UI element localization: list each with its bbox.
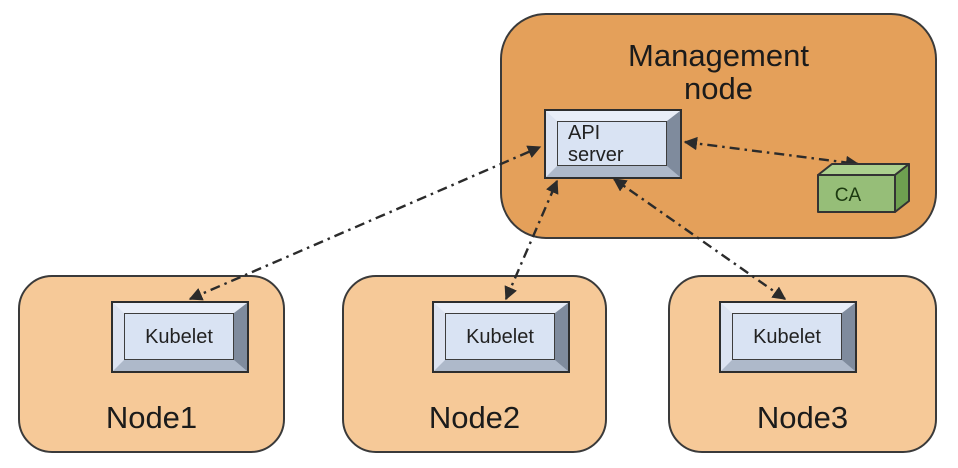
api-server-box: API server: [544, 109, 682, 179]
node1-label: Node1: [105, 400, 198, 435]
kubelet-label-node1: Kubelet: [124, 313, 234, 360]
kubelet-box-node3: Kubelet: [719, 301, 857, 373]
api-server-bevel: API server: [546, 111, 680, 177]
management-node-label: Management node: [628, 38, 809, 106]
api-server-label: API server: [557, 121, 667, 166]
kubelet-bevel: Kubelet: [721, 303, 855, 371]
node2-label: Node2: [428, 400, 521, 435]
kubelet-bevel: Kubelet: [434, 303, 568, 371]
kubelet-label-node3: Kubelet: [732, 313, 842, 360]
management-node-box: Management node API server: [500, 13, 937, 239]
kubelet-label-node2: Kubelet: [445, 313, 555, 360]
kubelet-box-node2: Kubelet: [432, 301, 570, 373]
node3-label: Node3: [756, 400, 849, 435]
kubelet-box-node1: Kubelet: [111, 301, 249, 373]
node1-box: Kubelet Node1: [18, 275, 285, 453]
node2-box: Kubelet Node2: [342, 275, 607, 453]
node3-box: Kubelet Node3: [668, 275, 937, 453]
kubelet-bevel: Kubelet: [113, 303, 247, 371]
